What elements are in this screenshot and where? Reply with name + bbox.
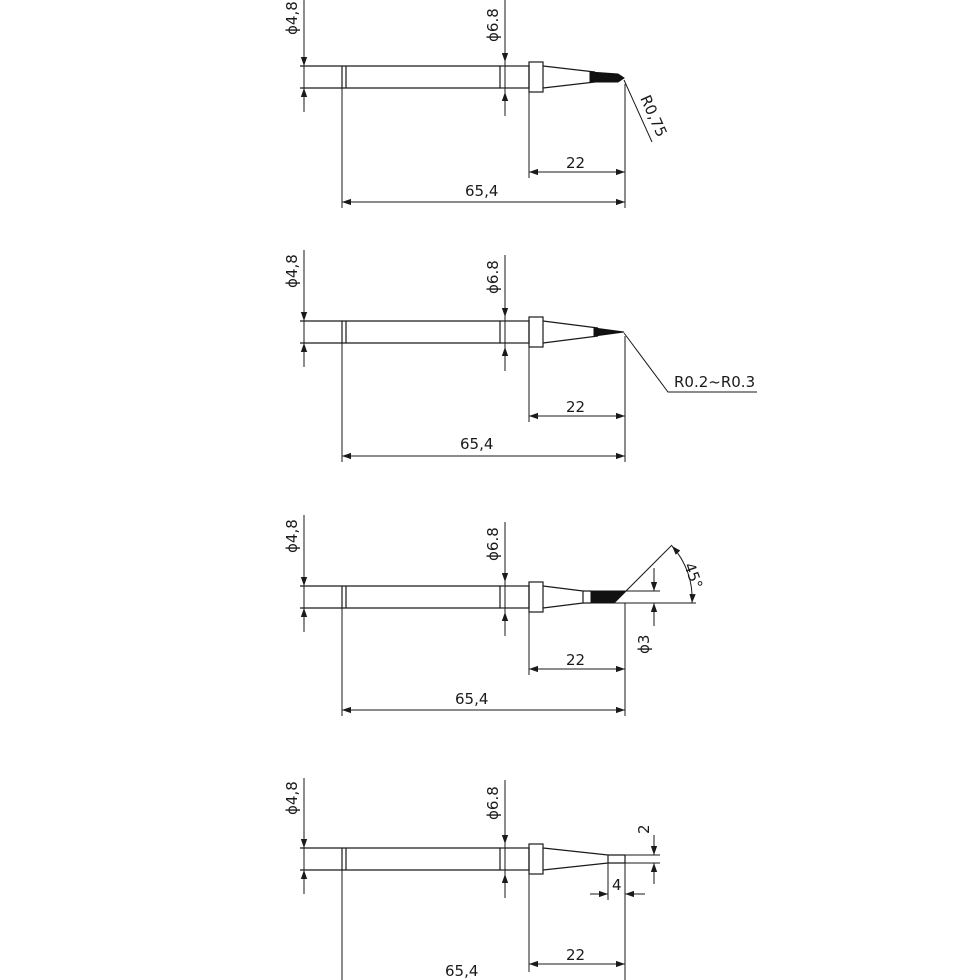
tip-2-radius-leader — [623, 332, 757, 393]
tip-3-bevel-face — [590, 590, 628, 604]
tip-3-tip-length: 22 — [566, 651, 585, 669]
tip-3-drawing: ϕ4,8 ϕ6.8 45° ϕ3 22 65,4 — [283, 515, 706, 716]
tip-1-cone — [542, 65, 596, 89]
tip-3-bevel-angle: 45° — [680, 560, 706, 591]
tip-3-taper — [542, 585, 584, 609]
tip-2-collar-diameter: ϕ6.8 — [484, 260, 502, 294]
tip-1-total-length: 65,4 — [465, 182, 498, 200]
tip-3-bevel-diameter: ϕ3 — [635, 635, 653, 654]
tip-4-chisel — [542, 847, 626, 871]
tip-2-tin-tip — [593, 327, 625, 337]
tip-1-radius: R0,75 — [636, 92, 670, 139]
tip-3-collar-diameter: ϕ6.8 — [484, 527, 502, 561]
tip-4-collar — [528, 843, 544, 875]
tip-4-collar-left — [499, 847, 530, 871]
tip-2-shank-diameter: ϕ4,8 — [283, 254, 301, 288]
tip-1-collar-left — [499, 65, 530, 89]
tip-4-chisel-length: 4 — [612, 876, 622, 894]
tip-1-radius-leader — [623, 79, 653, 143]
tip-2-radius: R0.2~R0.3 — [674, 373, 755, 391]
tip-1-collar-diameter: ϕ6.8 — [484, 8, 502, 42]
tip-4-shank-diameter: ϕ4,8 — [283, 781, 301, 815]
tip-2-shank — [300, 320, 500, 344]
tip-1-tin-tip — [589, 71, 625, 83]
tip-3-collar — [528, 581, 544, 613]
tip-2-drawing: ϕ4,8 ϕ6.8 R0.2~R0.3 22 65,4 — [283, 250, 757, 462]
tip-1-collar — [528, 61, 544, 93]
tip-3-collar-left — [499, 585, 530, 609]
tip-2-cone — [542, 320, 599, 344]
tip-1-tip-length: 22 — [566, 154, 585, 172]
tip-2-collar-left — [499, 320, 530, 344]
tip-3-total-length: 65,4 — [455, 690, 488, 708]
tip-4-tip-length: 22 — [566, 946, 585, 964]
tip-4-chisel-width: 2 — [635, 824, 653, 834]
tip-1-shank-diameter: ϕ4,8 — [283, 1, 301, 35]
tip-4-collar-diameter: ϕ6.8 — [484, 786, 502, 820]
tip-3-angle-arc — [671, 545, 696, 604]
tip-3-shank-diameter: ϕ4,8 — [283, 519, 301, 553]
tip-2-collar — [528, 316, 544, 348]
tip-1-shank — [300, 65, 500, 89]
tip-2-tip-length: 22 — [566, 398, 585, 416]
tip-4-total-length: 65,4 — [445, 962, 478, 980]
tip-4-shank — [300, 847, 500, 871]
tip-2-total-length: 65,4 — [460, 435, 493, 453]
tip-3-bevel-extension — [613, 544, 673, 604]
tip-3-shank — [300, 585, 500, 609]
tip-4-drawing: ϕ4,8 ϕ6.8 2 4 22 65,4 — [283, 778, 660, 980]
tip-1-drawing: ϕ4,8 ϕ6.8 R0,75 22 65,4 — [283, 0, 671, 208]
